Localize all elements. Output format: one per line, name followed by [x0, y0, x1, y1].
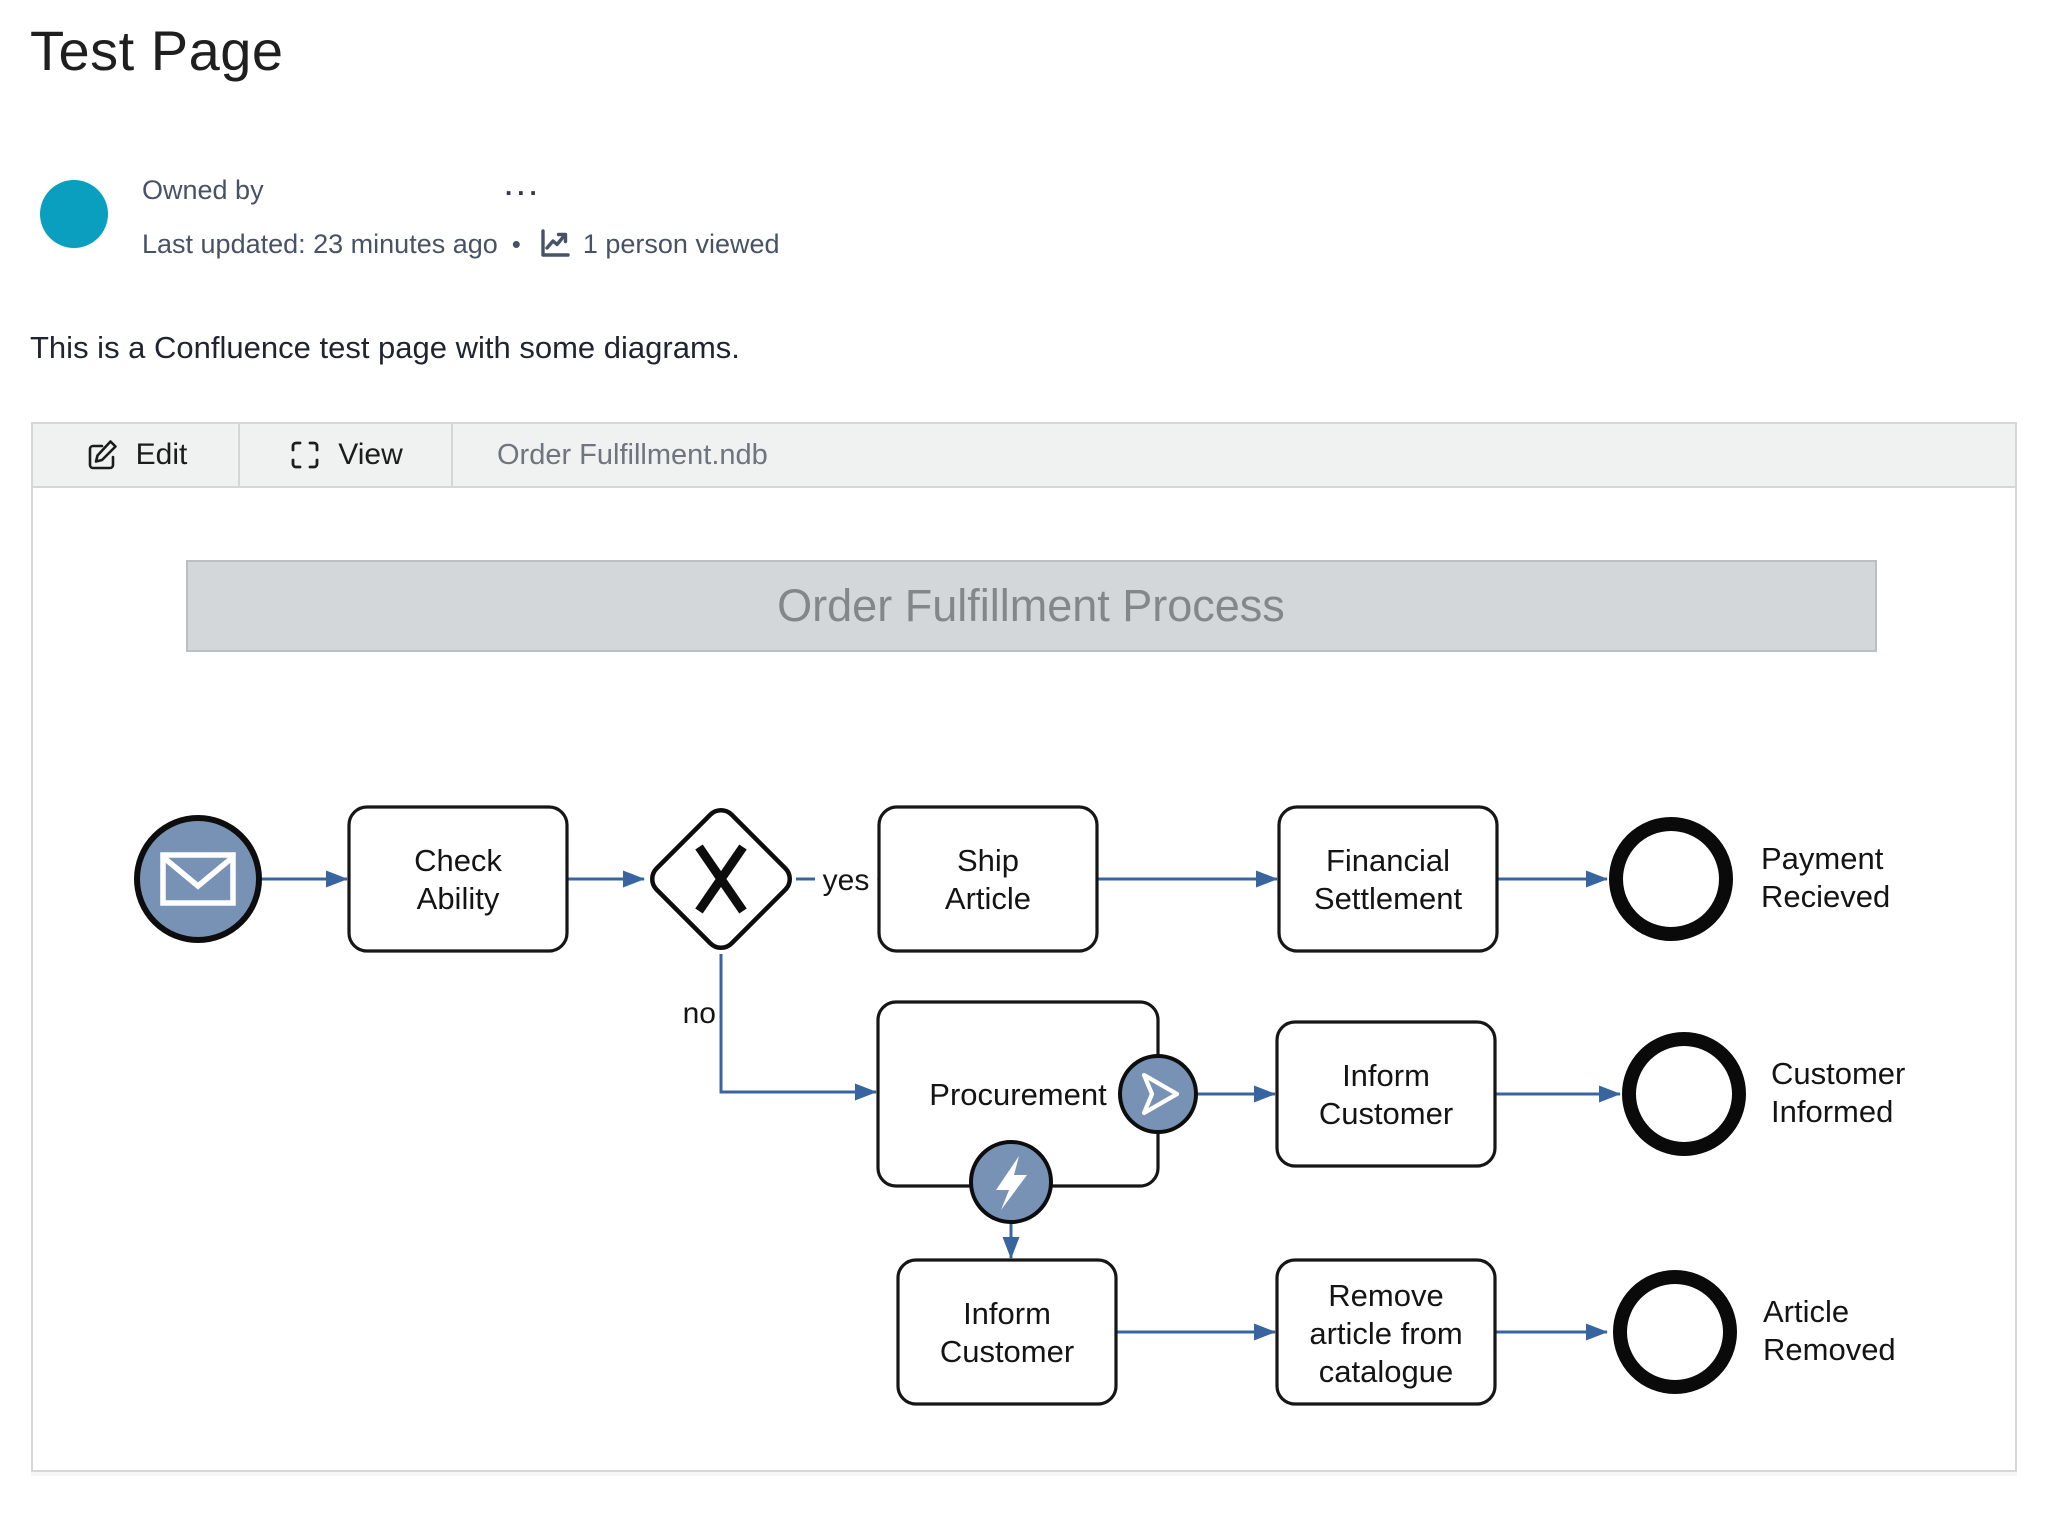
message-throw-icon	[1141, 1072, 1180, 1116]
task-check-ability: Check Ability	[347, 805, 569, 953]
sequence-flows	[262, 870, 1621, 1341]
xor-gateway	[650, 808, 792, 950]
end-label: Removed	[1763, 1332, 1896, 1367]
task-label: Remove	[1328, 1278, 1443, 1313]
view-button-label: View	[338, 438, 403, 471]
page-body-text: This is a Confluence test page with some…	[30, 330, 740, 365]
edit-button[interactable]: Edit	[33, 424, 240, 486]
envelope-icon	[160, 852, 236, 906]
task-label: Ship	[957, 843, 1019, 878]
task-financial-settlement: Financial Settlement	[1277, 805, 1499, 953]
diagram-canvas[interactable]: Order Fulfillment Process	[33, 488, 2015, 1470]
end-event-article: Article Removed	[1613, 1270, 1896, 1394]
end-label: Customer	[1771, 1056, 1905, 1091]
flow-gateway-no	[719, 954, 877, 1101]
diagram-title-bar: Order Fulfillment Process	[186, 560, 1877, 652]
x-gateway-icon	[695, 844, 747, 914]
task-label: Customer	[940, 1334, 1074, 1369]
task-label: Financial	[1326, 843, 1450, 878]
owner-avatar[interactable]	[40, 180, 108, 248]
task-label: Procurement	[929, 1077, 1107, 1112]
edge-labels: yes no	[661, 857, 877, 1034]
embed-filename: Order Fulfillment.ndb	[497, 438, 768, 471]
owned-by-label: Owned by	[142, 174, 264, 205]
start-event-message	[134, 815, 262, 943]
bpmn-diagram: Order Fulfillment Process	[134, 560, 1905, 1406]
task-label: Inform	[1342, 1058, 1430, 1093]
task-label: Check	[414, 843, 502, 878]
task-inform-customer-mid: Inform Customer	[1275, 1020, 1497, 1168]
end-event-payment: Payment Recieved	[1609, 817, 1890, 941]
views-count-label: 1 person viewed	[582, 228, 780, 259]
separator-dot: •	[511, 228, 521, 259]
task-label: article from	[1309, 1316, 1462, 1351]
task-label: Customer	[1319, 1096, 1453, 1131]
page-title: Test Page	[30, 19, 284, 82]
edge-label-yes: yes	[823, 864, 870, 897]
task-label: Settlement	[1314, 881, 1463, 916]
embed-toolbar: Edit View Order Fulfillment.ndb	[33, 424, 2015, 488]
task-ship-article: Ship Article	[877, 805, 1099, 953]
error-lightning-icon	[996, 1156, 1027, 1210]
last-updated-text[interactable]: Last updated: 23 minutes ago	[142, 228, 498, 259]
trend-chart-icon	[541, 229, 570, 257]
end-label: Informed	[1771, 1094, 1893, 1129]
task-label: Inform	[963, 1296, 1051, 1331]
analytics-views[interactable]: 1 person viewed	[535, 225, 780, 263]
no-label-bg	[661, 990, 719, 1034]
task-label: Article	[945, 881, 1031, 916]
end-label: Payment	[1761, 841, 1884, 876]
page-metadata: Owned by Last updated: 23 minutes ago • …	[142, 172, 780, 264]
diagram-embed-panel: Edit View Order Fulfillment.ndb	[31, 422, 2017, 1472]
message-throw-event	[1118, 1054, 1198, 1134]
error-boundary-event	[969, 1140, 1053, 1224]
task-remove-article: Remove article from catalogue	[1275, 1258, 1497, 1406]
task-label: Ability	[417, 881, 500, 916]
end-label: Recieved	[1761, 879, 1890, 914]
view-button[interactable]: View	[240, 424, 453, 486]
task-inform-customer-bottom: Inform Customer	[896, 1258, 1118, 1406]
yes-label-bg	[815, 857, 877, 901]
task-procurement: Procurement	[876, 1000, 1198, 1224]
edit-pencil-icon	[88, 440, 117, 470]
edge-label-no: no	[683, 997, 716, 1030]
more-actions-button[interactable]: ...	[505, 171, 542, 201]
diagram-title: Order Fulfillment Process	[777, 580, 1285, 631]
end-event-customer: Customer Informed	[1622, 1032, 1905, 1156]
end-label: Article	[1763, 1294, 1849, 1329]
fullscreen-view-icon	[291, 441, 319, 469]
edit-button-label: Edit	[135, 438, 188, 471]
task-label: catalogue	[1319, 1354, 1453, 1389]
